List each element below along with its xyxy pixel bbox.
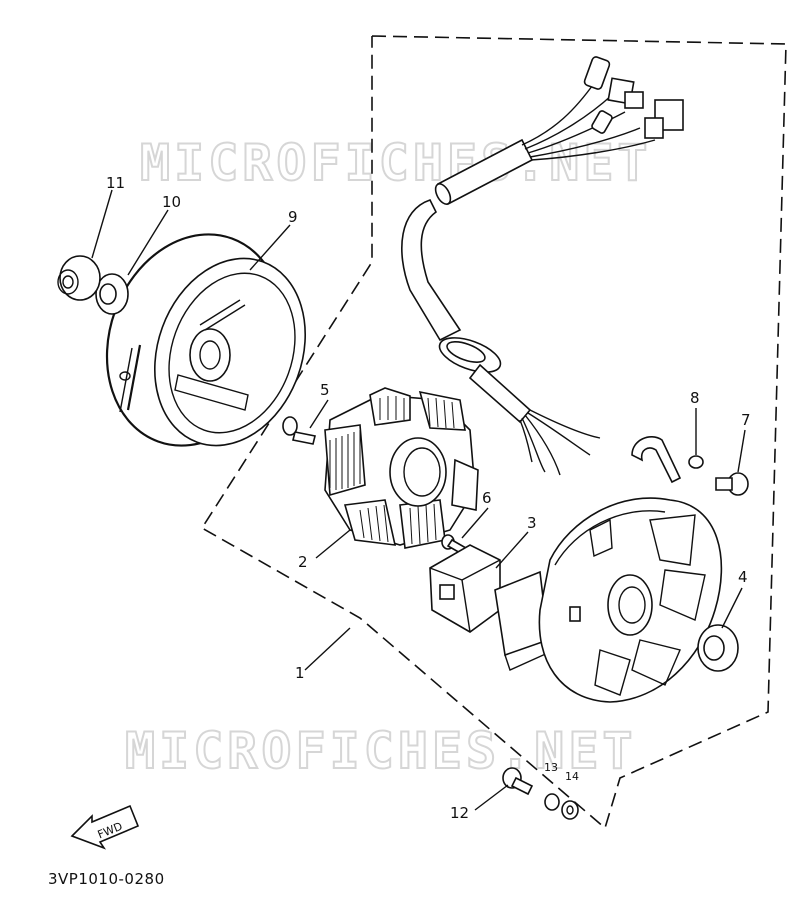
wire-harness xyxy=(401,56,684,476)
callout-8: 8 xyxy=(690,389,700,407)
wire-clamp xyxy=(631,436,704,484)
oil-seal xyxy=(697,624,739,672)
callout-4: 4 xyxy=(738,568,748,586)
stator-screw xyxy=(282,416,316,445)
nut xyxy=(57,255,101,301)
flywheel-rotor xyxy=(105,233,307,447)
plain-washer xyxy=(561,800,579,820)
base-screw xyxy=(502,767,534,796)
washer xyxy=(95,273,129,315)
callout-12: 12 xyxy=(450,804,469,822)
watermark-bottom: MICROFICHES.NET xyxy=(125,722,637,780)
callout-10: 10 xyxy=(162,193,181,211)
callout-14: 14 xyxy=(565,770,579,783)
callout-13: 13 xyxy=(544,761,558,774)
assembly-boundary xyxy=(200,35,787,830)
pickup-coil xyxy=(429,544,551,671)
leader-lines xyxy=(91,189,746,811)
diagram-code: 3VP1010-0280 xyxy=(48,870,165,888)
callout-3: 3 xyxy=(527,514,537,532)
stator-coil xyxy=(324,387,479,549)
clamp-screw xyxy=(715,472,749,496)
lock-washer xyxy=(544,793,560,811)
stator-base-plate xyxy=(538,497,723,703)
callout-6: 6 xyxy=(482,489,492,507)
callout-5: 5 xyxy=(320,381,330,399)
callout-1: 1 xyxy=(295,664,305,682)
forward-direction-arrow: FWD xyxy=(70,804,140,850)
callout-11: 11 xyxy=(106,174,125,192)
watermark-top: MICROFICHES.NET xyxy=(140,134,652,192)
callout-2: 2 xyxy=(298,553,308,571)
callout-9: 9 xyxy=(288,208,298,226)
callout-7: 7 xyxy=(741,411,751,429)
